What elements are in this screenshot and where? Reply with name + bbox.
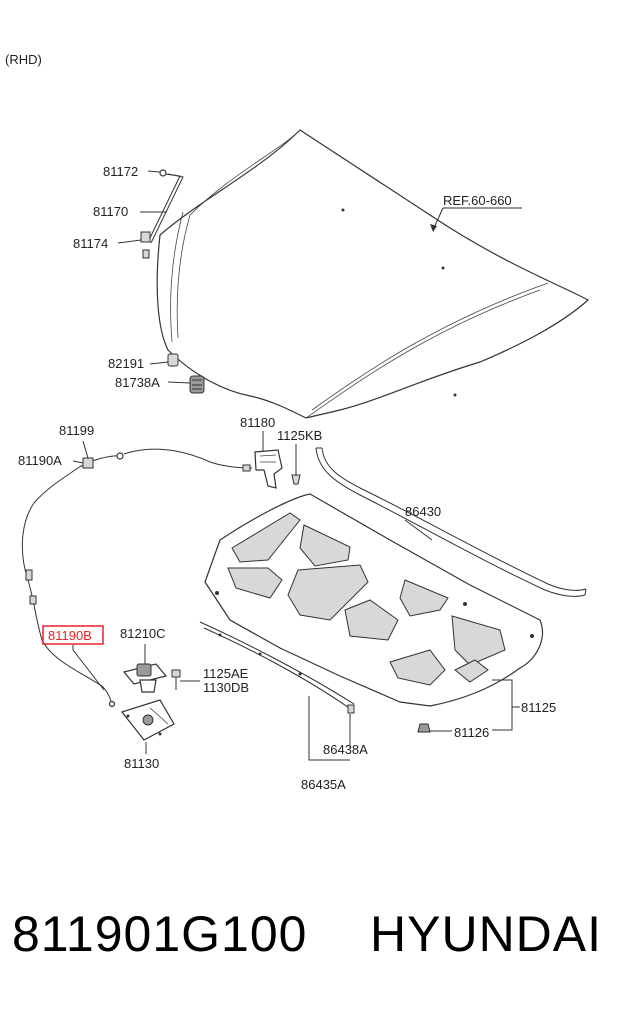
hood-insulator-81125 [204,493,543,707]
footer: 811901G100 HYUNDAI [0,905,620,975]
release-cable [21,448,253,708]
callout-1125AE: 1125AE [203,666,249,681]
reference-arrow-icon [430,224,437,232]
clip-81126 [417,723,431,733]
callout-86435A: 86435A [301,777,346,792]
latch-bracket-81210C [122,663,168,693]
callout-81210C: 81210C [120,626,166,641]
callout-81190B[interactable]: 81190B [48,628,92,643]
callout-86438A: 86438A [323,742,368,757]
bumper-stop-82191 [167,353,179,367]
hood-panel [156,129,590,419]
callout-1130DB: 1130DB [203,680,249,695]
callout-81130: 81130 [124,756,159,771]
parts-diagram: (RHD) REF.60-660 81172 81170 81174 82191… [5,52,590,792]
reference-label: REF.60-660 [443,193,512,208]
variant-label: (RHD) [5,52,42,67]
callout-86430: 86430 [405,504,441,519]
hood-latch-81130 [120,699,175,741]
callout-81180: 81180 [240,415,275,430]
callout-81125: 81125 [521,700,556,715]
callout-82191: 82191 [108,356,144,371]
weatherstrip-86430 [315,447,587,597]
callout-81190A: 81190A [18,453,62,468]
bumper-81738A [189,375,205,394]
part-number: 811901G100 [12,906,308,962]
callout-81172: 81172 [103,164,138,179]
bolt-1125AE [171,669,181,690]
brand-name: HYUNDAI [370,906,603,962]
hood-stay-rod [140,169,184,259]
callout-81199: 81199 [59,423,94,438]
release-lever-81180 [254,449,283,489]
callout-81126: 81126 [454,725,489,740]
seal-strip-86435A [199,621,355,714]
callout-81170: 81170 [93,204,128,219]
callout-1125KB: 1125KB [277,428,322,443]
callout-81174: 81174 [73,236,108,251]
highlight-box [42,625,104,645]
callout-81738A: 81738A [115,375,160,390]
